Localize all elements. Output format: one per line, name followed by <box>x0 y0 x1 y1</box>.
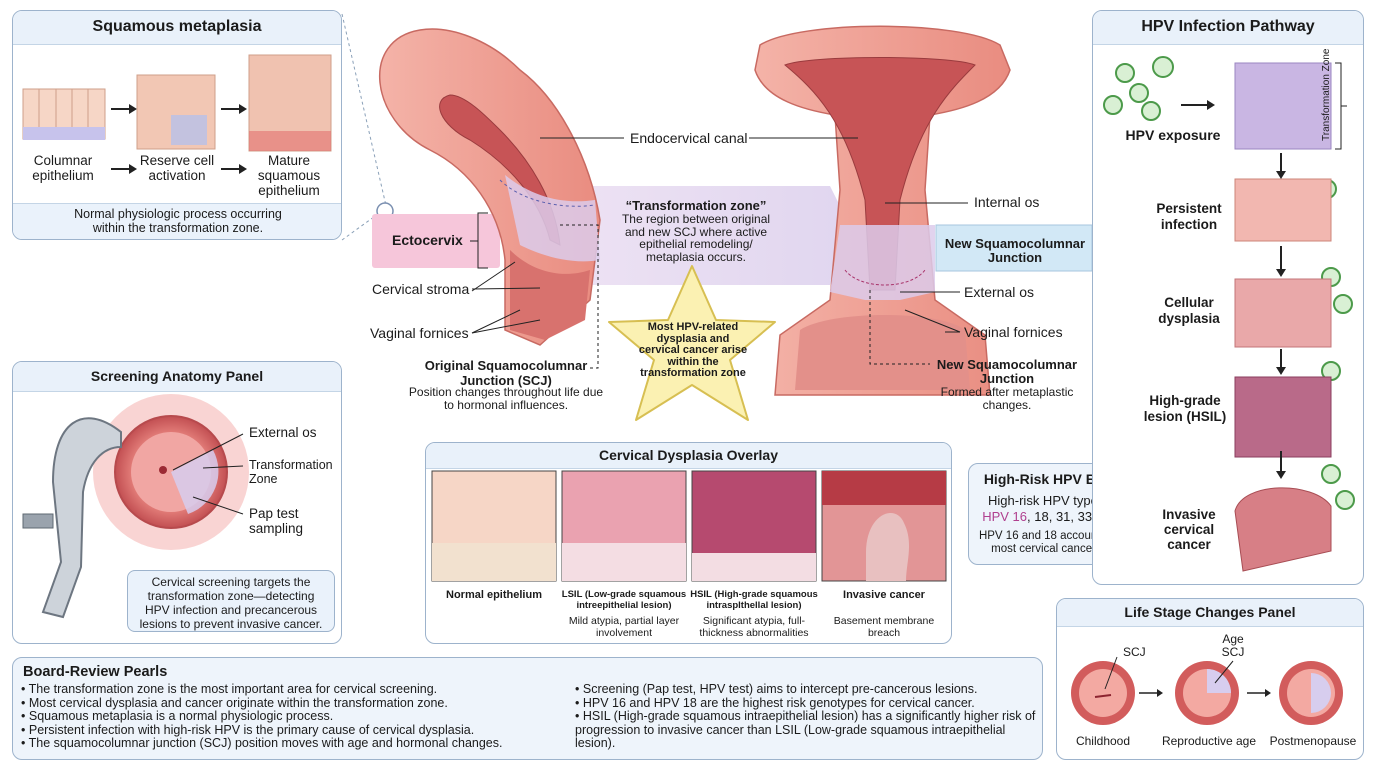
high-risk-note: HPV 16 and 18 account for most cervical … <box>978 530 1118 555</box>
life-stage-age-scj-label: Age SCJ <box>1221 632 1245 659</box>
frontal-uterus <box>754 25 1011 396</box>
star-text: Most HPV-related dysplasia and cervical … <box>638 321 748 379</box>
screening-title: Screening Anatomy Panel <box>13 362 341 392</box>
label-external-os: External os <box>964 284 1035 300</box>
new-scj-desc: Formed after metaplastic changes. <box>940 385 1074 412</box>
pathway-step-exposure: HPV exposure <box>1125 127 1221 143</box>
dysplasia-desc-hsil: Significant atypia, full-thickness abnor… <box>699 615 809 639</box>
label-vaginal-fornices-left: Vaginal fornices <box>370 325 469 341</box>
screening-panel: Screening Anatomy Panel External os Tran… <box>12 361 342 644</box>
dysplasia-title: Cervical Dysplasia Overlay <box>426 443 951 469</box>
life-stage-graphics <box>1071 656 1343 725</box>
new-scj-title: New Squamocolumnar Junction <box>936 357 1078 386</box>
pearl-item: • HSIL (High-grade squamous intraepithel… <box>575 709 1036 750</box>
sagittal-cervix <box>378 28 601 346</box>
tz-desc: The region between original and new SCJ … <box>621 212 771 264</box>
metaplasia-note: Normal physiologic process occurring wit… <box>74 207 282 235</box>
pearl-item: • Persistent infection with high-risk HP… <box>21 722 475 737</box>
step-reserve: Reserve cell activation <box>139 153 215 183</box>
hpv-pathway-graphics <box>1103 56 1355 572</box>
hpv16-highlight: HPV 16 <box>982 509 1028 524</box>
leader-lines <box>470 137 968 369</box>
pearl-item: • Squamous metaplasia is a normal physio… <box>21 709 334 723</box>
pearls-title: Board-Review Pearls <box>23 664 168 680</box>
pathway-step-invasive: Invasive cervical cancer <box>1162 507 1216 552</box>
tz-title: “Transformation zone” <box>625 198 767 213</box>
pathway-step-persistent: Persistent infection <box>1156 201 1222 232</box>
dysplasia-desc-lsil: Mild atypia, partial layer involvement <box>568 615 680 639</box>
life-stage-scj-label: SCJ <box>1123 645 1146 659</box>
label-endocervical-canal: Endocervical canal <box>630 130 748 146</box>
high-risk-title: High-Risk HPV Box <box>983 471 1113 487</box>
ectocervix-band <box>372 214 500 268</box>
pearls-left-list: • The transformation zone is the most im… <box>21 682 569 751</box>
life-stage-childhood: Childhood <box>1075 734 1131 748</box>
pathway-step-hsil: High-grade lesion (HSIL) <box>1143 393 1227 424</box>
life-stage-postmenopause: Postmenopause <box>1269 734 1357 748</box>
label-vaginal-fornices-right: Vaginal fornices <box>964 324 1063 340</box>
label-ectocervix: Ectocervix <box>392 232 463 248</box>
pathway-step-dysplasia: Cellular dysplasia <box>1158 295 1220 326</box>
pearl-item: • HPV 16 and HPV 18 are the highest risk… <box>575 695 975 710</box>
life-stage-panel: Life Stage Changes Panel SCJ Age SCJ Chi… <box>1056 598 1364 760</box>
dysplasia-desc-invasive: Basement membrane breach <box>833 615 935 639</box>
high-risk-types-label: High-risk HPV types: <box>988 493 1108 508</box>
squamous-metaplasia-title: Squamous metaplasia <box>13 11 341 45</box>
step-mature: Mature squamous epithelium <box>257 153 321 198</box>
squamous-metaplasia-panel: Squamous metaplasia Columnar epithelium … <box>12 10 342 240</box>
hpv-pathway-panel: HPV Infection Pathway Transformation Zon… <box>1092 10 1364 585</box>
metaplasia-cells <box>22 54 332 174</box>
transformation-zone-band <box>560 186 850 285</box>
speculum-illustration <box>22 394 249 619</box>
label-screening-external-os: External os <box>249 425 317 440</box>
pearl-item: • Most cervical dysplasia and cancer ori… <box>21 695 448 710</box>
label-internal-os: Internal os <box>974 194 1040 210</box>
step-columnar: Columnar epithelium <box>32 153 94 183</box>
dysplasia-stage-lsil: LSIL (Low-grade squamous intreepithelial… <box>561 589 687 611</box>
screening-note: Cervical screening targets the transform… <box>127 570 335 632</box>
original-scj-title: Original Squamocolumnar Junction (SCJ) <box>424 358 588 388</box>
tz-vertical-label: Transformation Zone <box>1321 48 1332 141</box>
life-stage-title: Life Stage Changes Panel <box>1057 599 1363 627</box>
life-stage-reproductive: Reproductive age <box>1161 734 1257 748</box>
pearls-panel: Board-Review Pearls • The transformation… <box>12 657 1043 760</box>
pearl-item: • The transformation zone is the most im… <box>21 682 438 696</box>
label-pap-test: Pap test sampling <box>249 506 304 536</box>
highlight-star <box>608 265 776 421</box>
new-scj-box <box>935 224 1093 272</box>
label-screening-tz: Transformation Zone <box>249 458 333 486</box>
dysplasia-stage-invasive: Invasive cancer <box>843 589 925 601</box>
dysplasia-panel: Cervical Dysplasia Overlay Normal epithe… <box>425 442 952 644</box>
hpv-pathway-title: HPV Infection Pathway <box>1093 11 1363 45</box>
pearl-item: • The squamocolumnar junction (SCJ) posi… <box>21 736 503 750</box>
original-scj-desc: Position changes throughout life due to … <box>408 385 604 412</box>
dysplasia-stage-normal: Normal epithelium <box>446 589 542 601</box>
pearls-right-list: • Screening (Pap test, HPV test) aims to… <box>575 682 1037 751</box>
dysplasia-images <box>431 470 947 582</box>
label-new-scj-box: New Squamocolumnar Junction <box>944 236 1086 265</box>
dysplasia-stage-hsil: HSIL (High-grade squamous intrasplthella… <box>690 589 818 611</box>
label-cervical-stroma: Cervical stroma <box>372 281 470 297</box>
pearl-item: • Screening (Pap test, HPV test) aims to… <box>575 682 978 696</box>
